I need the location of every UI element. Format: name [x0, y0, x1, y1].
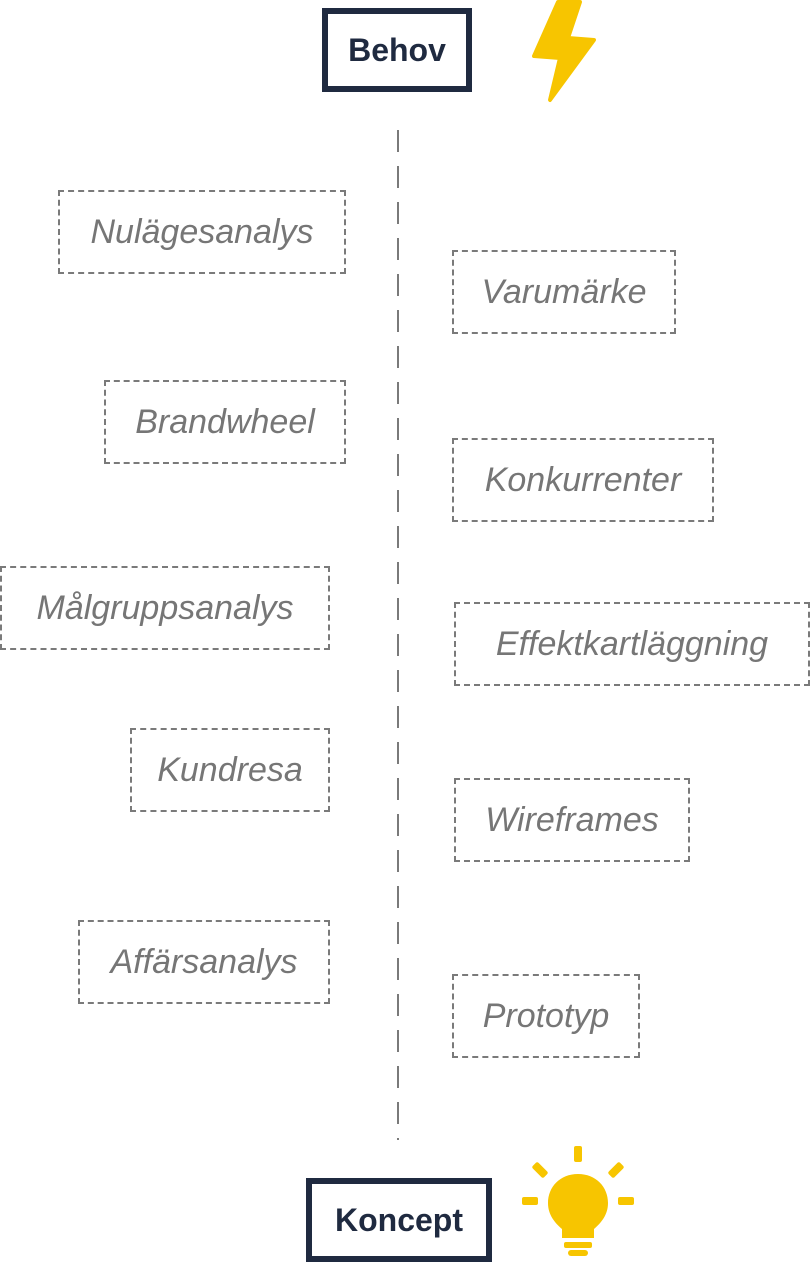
step-kundresa: Kundresa: [130, 728, 330, 812]
step-affarsanalys: Affärsanalys: [78, 920, 330, 1004]
step-brandwheel: Brandwheel: [104, 380, 346, 464]
step-label: Varumärke: [481, 272, 647, 311]
step-label: Målgruppsanalys: [36, 588, 294, 627]
step-label: Affärsanalys: [110, 942, 298, 981]
start-node-behov: Behov: [322, 8, 472, 92]
step-prototyp: Prototyp: [452, 974, 640, 1058]
start-node-label: Behov: [348, 31, 446, 68]
step-varumarke: Varumärke: [452, 250, 676, 334]
end-node-label: Koncept: [335, 1201, 463, 1238]
step-label: Brandwheel: [135, 402, 315, 441]
step-label: Kundresa: [157, 750, 303, 789]
timeline-axis: [397, 130, 399, 1140]
step-label: Konkurrenter: [484, 460, 682, 499]
step-malgruppsanalys: Målgruppsanalys: [0, 566, 330, 650]
lightning-bolt-icon: [532, 0, 596, 102]
step-label: Prototyp: [482, 996, 610, 1035]
step-label: Nulägesanalys: [90, 212, 314, 251]
lightbulb-icon: [522, 1146, 634, 1256]
end-node-koncept: Koncept: [306, 1178, 492, 1262]
step-label: Effektkartläggning: [495, 624, 769, 663]
step-wireframes: Wireframes: [454, 778, 690, 862]
step-konkurrenter: Konkurrenter: [452, 438, 714, 522]
step-label: Wireframes: [485, 800, 659, 839]
step-effektkartlaggning: Effektkartläggning: [454, 602, 810, 686]
step-nulagesanalys: Nulägesanalys: [58, 190, 346, 274]
